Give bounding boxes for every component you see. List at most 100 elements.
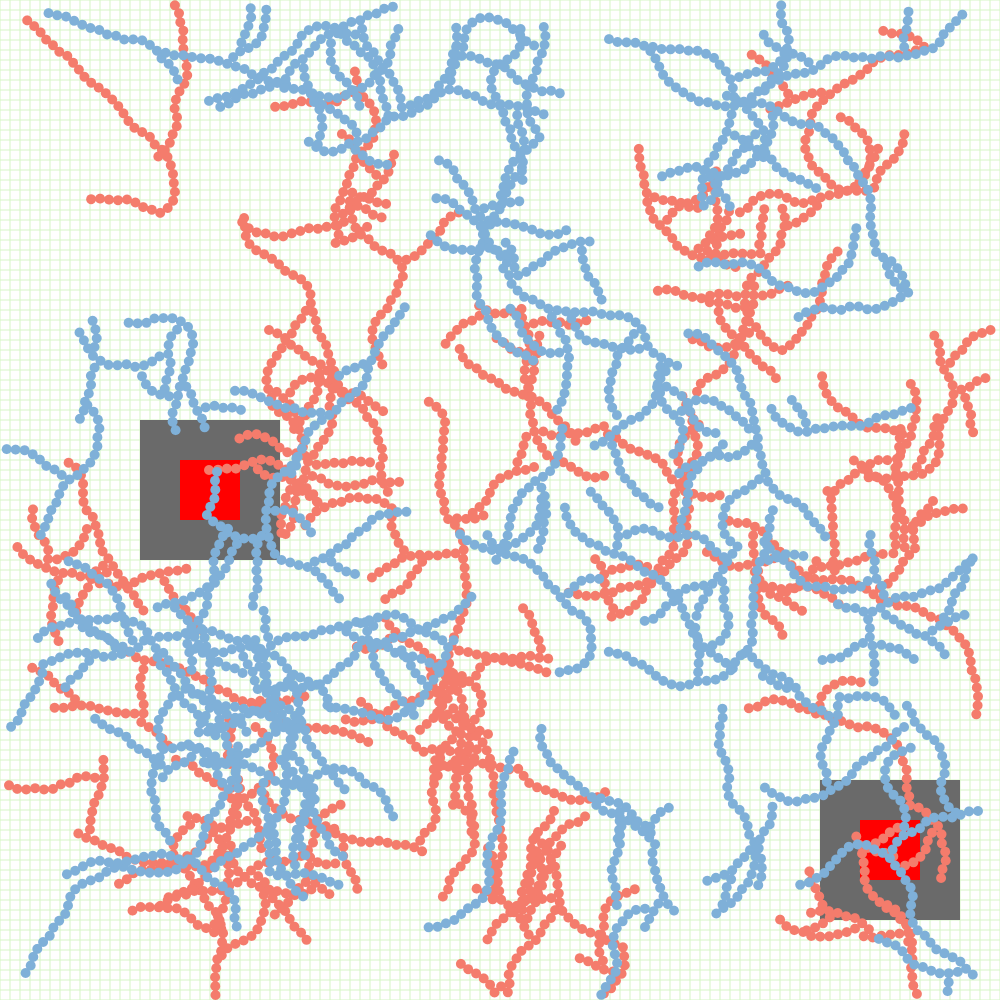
- red-particle: [973, 691, 983, 702]
- blue-particle: [728, 259, 739, 269]
- red-particle: [661, 466, 672, 477]
- blue-particle: [706, 195, 716, 206]
- red-particle: [260, 228, 271, 239]
- blue-particle: [802, 581, 813, 592]
- blue-particle: [383, 714, 394, 725]
- blue-particle: [77, 19, 88, 30]
- blue-particle: [843, 258, 854, 269]
- blue-particle: [92, 414, 103, 425]
- blue-particle: [771, 162, 782, 173]
- blue-particle: [684, 679, 695, 690]
- red-particle: [818, 95, 829, 106]
- blue-particle: [142, 627, 153, 638]
- red-particle: [915, 851, 926, 862]
- blue-particle: [271, 837, 282, 848]
- red-particle: [870, 723, 881, 734]
- blue-particle: [767, 505, 778, 516]
- blue-particle: [724, 405, 735, 416]
- blue-particle: [585, 573, 596, 584]
- blue-particle: [630, 317, 641, 328]
- red-particle: [445, 211, 456, 222]
- red-particle: [377, 452, 388, 463]
- blue-particle: [897, 746, 908, 757]
- blue-particle: [942, 986, 953, 997]
- red-particle: [794, 702, 805, 713]
- blue-particle: [123, 317, 134, 328]
- blue-particle: [485, 841, 496, 852]
- red-particle: [534, 396, 545, 407]
- blue-particle: [647, 847, 658, 858]
- red-particle: [898, 533, 909, 544]
- red-particle: [856, 460, 867, 471]
- blue-particle: [777, 417, 788, 428]
- red-particle: [226, 793, 237, 804]
- blue-particle: [791, 497, 802, 508]
- red-particle: [73, 828, 84, 839]
- blue-particle: [927, 636, 938, 647]
- red-particle: [899, 129, 910, 140]
- blue-particle: [638, 523, 649, 534]
- blue-particle: [656, 44, 667, 54]
- red-particle: [678, 289, 689, 300]
- blue-particle: [264, 81, 275, 92]
- blue-particle: [690, 530, 701, 541]
- blue-particle: [357, 23, 368, 34]
- blue-particle: [905, 403, 916, 413]
- blue-particle: [753, 880, 764, 891]
- red-particle: [218, 928, 229, 939]
- blue-particle: [368, 782, 379, 792]
- blue-particle: [575, 236, 586, 247]
- blue-particle: [558, 769, 569, 780]
- blue-particle: [567, 605, 578, 616]
- blue-particle: [239, 64, 250, 74]
- blue-particle: [463, 903, 473, 914]
- red-particle: [58, 702, 69, 713]
- red-particle: [633, 143, 644, 154]
- blue-particle: [231, 539, 242, 549]
- blue-particle: [904, 623, 915, 634]
- blue-particle: [279, 50, 290, 61]
- red-particle: [49, 677, 60, 688]
- blue-particle: [444, 66, 455, 77]
- red-particle: [330, 238, 341, 248]
- red-particle: [533, 880, 544, 891]
- blue-particle: [367, 643, 378, 654]
- red-particle: [742, 307, 753, 318]
- blue-particle: [529, 40, 540, 51]
- red-particle: [397, 271, 408, 282]
- blue-particle: [276, 709, 287, 720]
- blue-particle: [263, 839, 274, 850]
- red-particle: [18, 549, 28, 560]
- blue-particle: [694, 421, 705, 432]
- blue-particle: [167, 743, 178, 754]
- red-particle: [402, 579, 413, 590]
- red-particle: [372, 197, 383, 208]
- red-particle: [826, 494, 837, 505]
- red-particle: [135, 902, 146, 912]
- blue-particle: [871, 303, 882, 314]
- blue-particle: [209, 565, 220, 576]
- red-particle: [798, 212, 809, 223]
- blue-particle: [187, 656, 198, 666]
- red-particle: [267, 761, 278, 771]
- blue-particle: [765, 101, 776, 112]
- blue-particle: [444, 84, 455, 95]
- red-particle: [865, 459, 876, 469]
- blue-particle: [931, 944, 942, 955]
- red-particle: [217, 937, 228, 948]
- blue-particle: [428, 674, 439, 685]
- blue-particle: [374, 510, 385, 521]
- blue-particle: [727, 156, 738, 167]
- red-particle: [67, 701, 78, 712]
- red-particle: [977, 328, 987, 338]
- red-particle: [829, 547, 840, 558]
- blue-particle: [155, 389, 166, 400]
- red-particle: [475, 707, 486, 718]
- blue-particle: [536, 346, 547, 357]
- blue-particle: [87, 568, 97, 579]
- blue-particle: [713, 739, 724, 750]
- blue-particle: [509, 262, 520, 273]
- blue-particle: [318, 553, 329, 564]
- red-particle: [311, 496, 322, 507]
